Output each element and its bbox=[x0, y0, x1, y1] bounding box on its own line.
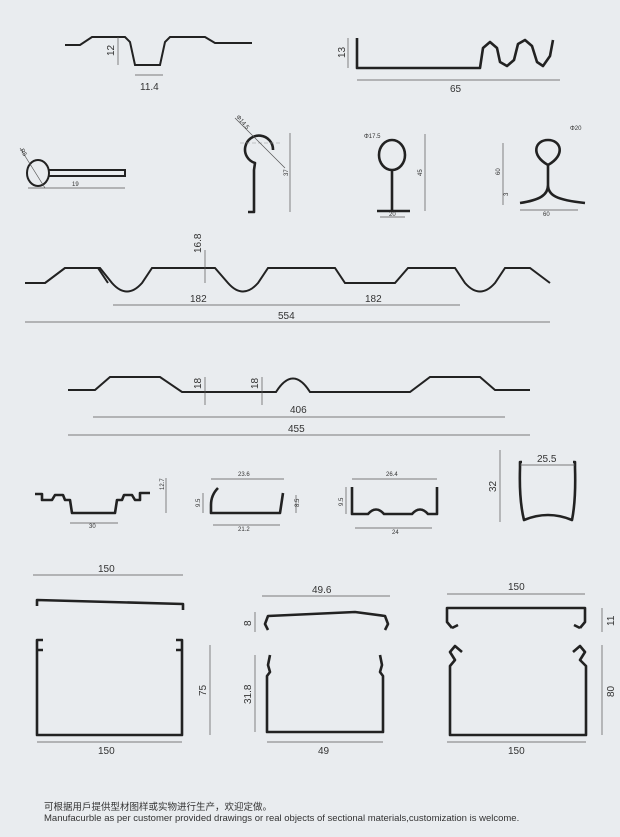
profile-7: 16.8 182 182 554 bbox=[25, 233, 551, 323]
profile-11: 26.4 9.5 24 bbox=[339, 472, 439, 536]
dim-label: 18 bbox=[193, 377, 204, 389]
dim-label: 182 bbox=[190, 294, 207, 305]
dim-label: 9.5 bbox=[196, 498, 202, 507]
dim-label: 32 bbox=[488, 480, 499, 492]
dim-label: 8 bbox=[243, 620, 254, 626]
dim-label: 11.4 bbox=[140, 82, 159, 93]
dim-label: 30 bbox=[89, 524, 96, 530]
dim-label: 26.4 bbox=[386, 472, 398, 478]
profile-10: 23.6 9.5 8.5 21.2 bbox=[196, 472, 301, 533]
dim-label: 12 bbox=[106, 44, 117, 56]
dim-label: 406 bbox=[290, 405, 307, 416]
dim-label: 455 bbox=[288, 424, 305, 435]
dim-label: 8.5 bbox=[295, 498, 301, 507]
dim-label: 16.8 bbox=[193, 233, 204, 253]
dim-label: 31.8 bbox=[243, 684, 254, 704]
footer-note: 可根据用戶提供型材图样或实物进行生产，欢迎定做。 Manufacurble as… bbox=[44, 802, 519, 824]
profile-2: 13 65 bbox=[337, 38, 560, 95]
dim-label: Φ14.5 bbox=[234, 114, 250, 131]
dim-label: 60 bbox=[496, 168, 502, 175]
dim-label: 19 bbox=[72, 182, 79, 188]
profile-9: 12.7 30 bbox=[35, 478, 167, 530]
dim-label: 182 bbox=[365, 294, 382, 305]
dim-label: 65 bbox=[450, 84, 462, 95]
dim-label: 24 bbox=[392, 530, 399, 536]
profile-13: 150 150 75 bbox=[33, 564, 211, 757]
dim-label: 11 bbox=[606, 615, 617, 626]
dim-label: R5 bbox=[18, 148, 27, 158]
dim-label: 49.6 bbox=[312, 585, 332, 596]
dim-label: Φ20 bbox=[570, 126, 582, 132]
dim-label: 150 bbox=[98, 746, 115, 757]
dim-label: 75 bbox=[198, 684, 209, 696]
profile-14: 49.6 8 31.8 49 bbox=[243, 585, 390, 757]
profile-5: Φ17.5 45 20 bbox=[364, 134, 426, 218]
dim-label: 13 bbox=[337, 46, 348, 58]
footer-english: Manufacurble as per customer provided dr… bbox=[44, 813, 520, 824]
dim-label: 49 bbox=[318, 746, 330, 757]
dim-label: 23.6 bbox=[238, 472, 250, 478]
dim-label: 80 bbox=[606, 685, 617, 697]
dim-label: 20 bbox=[389, 212, 396, 218]
dim-label: 25.5 bbox=[537, 454, 557, 465]
profile-3: R5 19 bbox=[18, 147, 126, 189]
dim-label: 150 bbox=[98, 564, 115, 575]
dim-label: 9.5 bbox=[339, 497, 345, 506]
profile-12: 25.5 32 bbox=[488, 450, 577, 522]
profile-15: 150 11 80 150 bbox=[445, 582, 617, 757]
dim-label: 18 bbox=[250, 377, 261, 389]
dim-label: 37 bbox=[284, 169, 290, 176]
dim-label: 150 bbox=[508, 582, 525, 593]
dim-label: 3 bbox=[504, 192, 510, 196]
profile-1: 12 11.4 bbox=[65, 36, 252, 93]
dim-label: Φ17.5 bbox=[364, 134, 381, 140]
footer-chinese: 可根据用戶提供型材图样或实物进行生产，欢迎定做。 bbox=[44, 802, 273, 813]
dim-label: 150 bbox=[508, 746, 525, 757]
dim-label: 45 bbox=[418, 169, 424, 176]
profile-4: Φ14.5 37 bbox=[234, 114, 291, 214]
dim-label: 60 bbox=[543, 212, 550, 218]
profile-8: 18 18 406 455 bbox=[68, 376, 530, 436]
dim-label: 554 bbox=[278, 311, 295, 322]
profile-6: Φ20 60 3 60 bbox=[496, 126, 586, 218]
dim-label: 21.2 bbox=[238, 527, 250, 533]
dim-label: 12.7 bbox=[160, 478, 166, 490]
